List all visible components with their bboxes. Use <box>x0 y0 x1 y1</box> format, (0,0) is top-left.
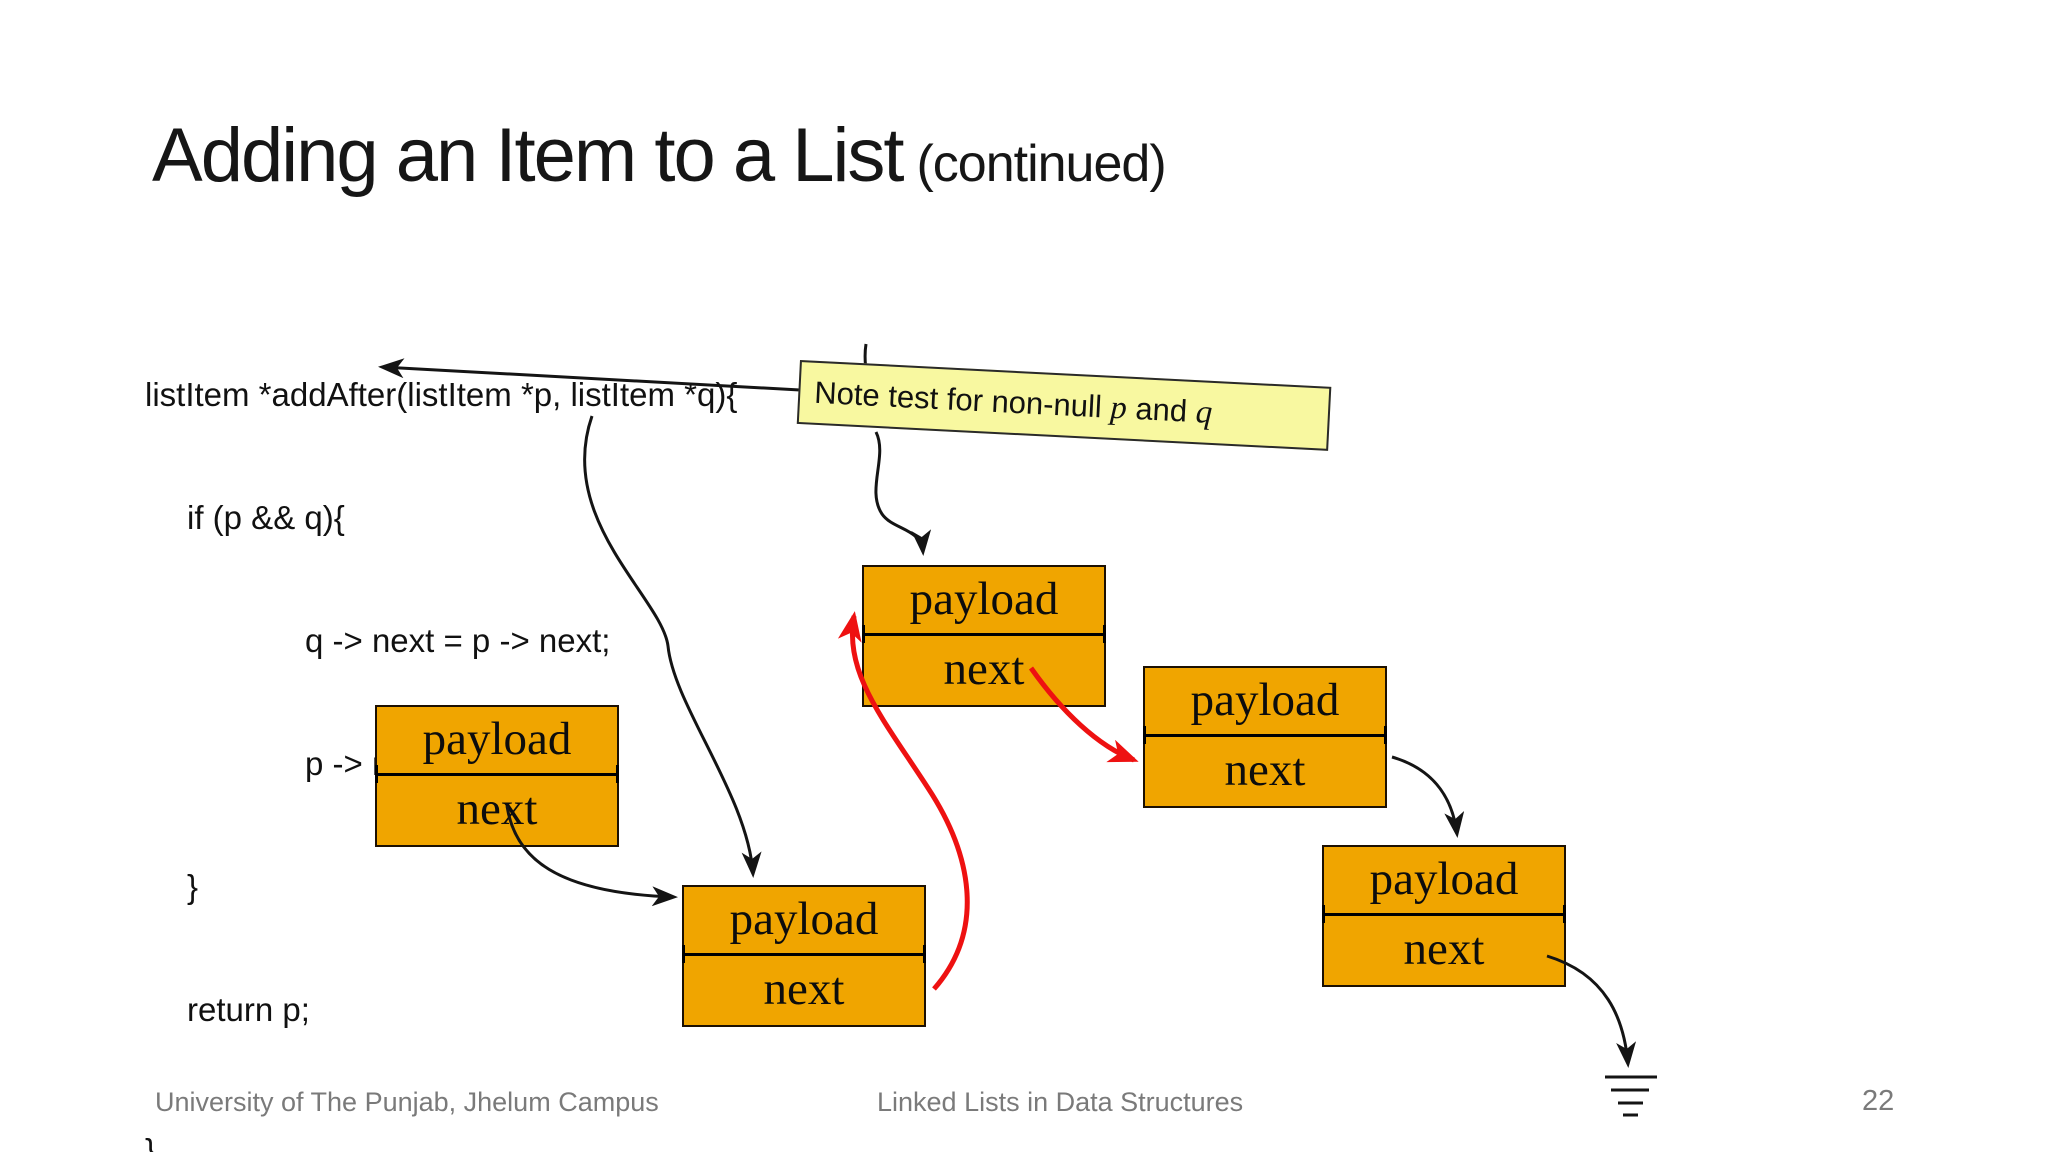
footer-institution: University of The Punjab, Jhelum Campus <box>155 1087 659 1117</box>
divider-tick <box>1322 905 1325 923</box>
node3-payload-cell: payload <box>864 567 1104 636</box>
node2-next-cell: next <box>763 963 845 1015</box>
node5-payload-cell: payload <box>1324 847 1564 916</box>
slide-page-number: 22 <box>1862 1085 1895 1117</box>
note-text-and: and <box>1125 390 1197 430</box>
note-var-p: p <box>1109 389 1128 427</box>
divider-tick <box>1563 905 1566 923</box>
sticky-note: Note test for non-null p and q <box>796 360 1332 451</box>
footer-course-title: Linked Lists in Data Structures <box>877 1087 1244 1117</box>
divider-tick <box>1384 726 1387 744</box>
slide-title-main: Adding an Item to a List <box>152 113 904 198</box>
slide-title-suffix: (continued) <box>916 135 1166 193</box>
list-node-4: payload next <box>1143 666 1387 808</box>
list-node-5: payload next <box>1322 845 1566 987</box>
divider-tick <box>862 625 865 643</box>
code-line-3: q -> next = p -> next; <box>305 622 611 659</box>
divider-tick <box>375 765 378 783</box>
divider-tick <box>1103 625 1106 643</box>
code-line-7: } <box>145 1132 157 1152</box>
node2-payload-cell: payload <box>684 887 924 956</box>
node3-next-cell: next <box>943 643 1025 695</box>
code-line-6: return p; <box>187 991 310 1028</box>
node4-next-cell: next <box>1224 744 1306 796</box>
note-var-q: q <box>1194 393 1214 431</box>
code-line-5: } <box>187 868 199 905</box>
ground-symbol <box>1605 1075 1657 1117</box>
list-node-2: payload next <box>682 885 926 1027</box>
note-text: Note test for non-null <box>813 374 1112 425</box>
slide-title: Adding an Item to a List(continued) <box>152 112 1167 199</box>
code-line-1: listItem *addAfter(listItem *p, listItem… <box>145 376 738 413</box>
list-node-1: payload next <box>375 705 619 847</box>
code-line-2: if (p && q){ <box>187 499 345 536</box>
node1-payload-cell: payload <box>377 707 617 776</box>
arrow-node4-to-node5 <box>1391 755 1465 838</box>
list-node-3: payload next <box>862 565 1106 707</box>
divider-tick <box>616 765 619 783</box>
node4-payload-cell: payload <box>1145 668 1385 737</box>
divider-tick <box>923 945 926 963</box>
arrow-note-to-node3 <box>874 431 932 556</box>
node5-next-cell: next <box>1403 923 1485 975</box>
divider-tick <box>1143 726 1146 744</box>
node1-next-cell: next <box>456 783 538 835</box>
divider-tick <box>682 945 685 963</box>
